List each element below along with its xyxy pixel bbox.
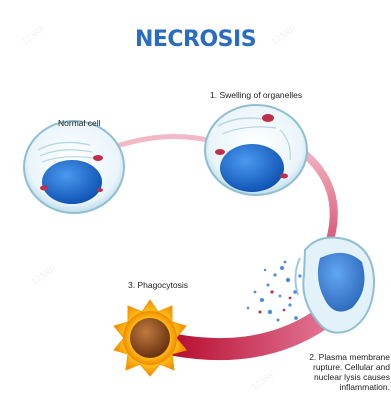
swollen-cell (205, 105, 307, 195)
debris-red (259, 290, 292, 313)
label-normal-cell: Normal cell (58, 118, 101, 128)
label-step2-line3: nuclear lysis causes (298, 372, 390, 382)
label-step3: 3. Phagocytosis (128, 280, 188, 290)
label-step2-line4: inflammation. (298, 382, 390, 392)
normal-cell (24, 121, 124, 213)
diagram-title: NECROSIS (0, 27, 391, 52)
progression-path-3 (175, 320, 320, 349)
label-step2: 2. Plasma membrane rupture. Cellular and… (298, 352, 390, 392)
label-step2-line2: rupture. Cellular and (298, 362, 390, 372)
phagocyte (114, 300, 186, 376)
cellular-debris (247, 261, 302, 322)
label-step1: 1. Swelling of organelles (210, 90, 302, 100)
progression-path-1 (105, 137, 215, 150)
label-step2-line1: 2. Plasma membrane (298, 352, 390, 362)
